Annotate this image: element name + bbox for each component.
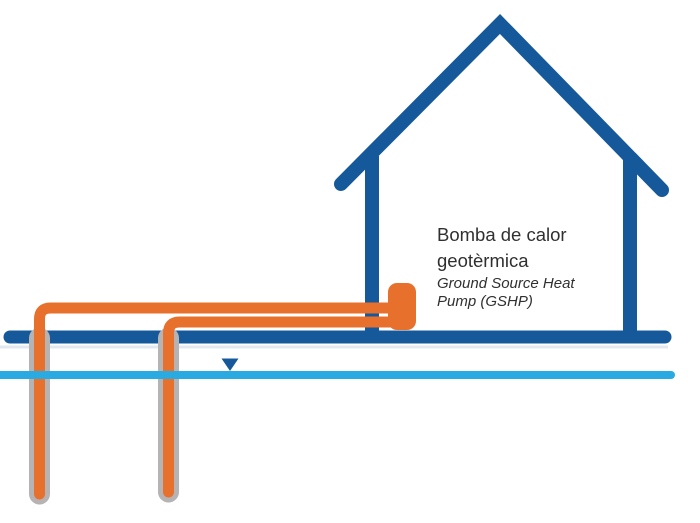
water-table-marker-icon [221, 358, 239, 371]
heat-pump-unit [388, 283, 416, 330]
label-title-line2: geotèrmica [437, 250, 529, 271]
label-title-line1: Bomba de calor [437, 224, 567, 245]
house-roof [334, 14, 669, 197]
label-subtitle-line2: Pump (GSHP) [437, 293, 533, 310]
closed-loop-pipe-2 [163, 316, 408, 498]
closed-loop-pipe-1 [34, 302, 408, 500]
label-subtitle-line1: Ground Source Heat [437, 275, 575, 292]
